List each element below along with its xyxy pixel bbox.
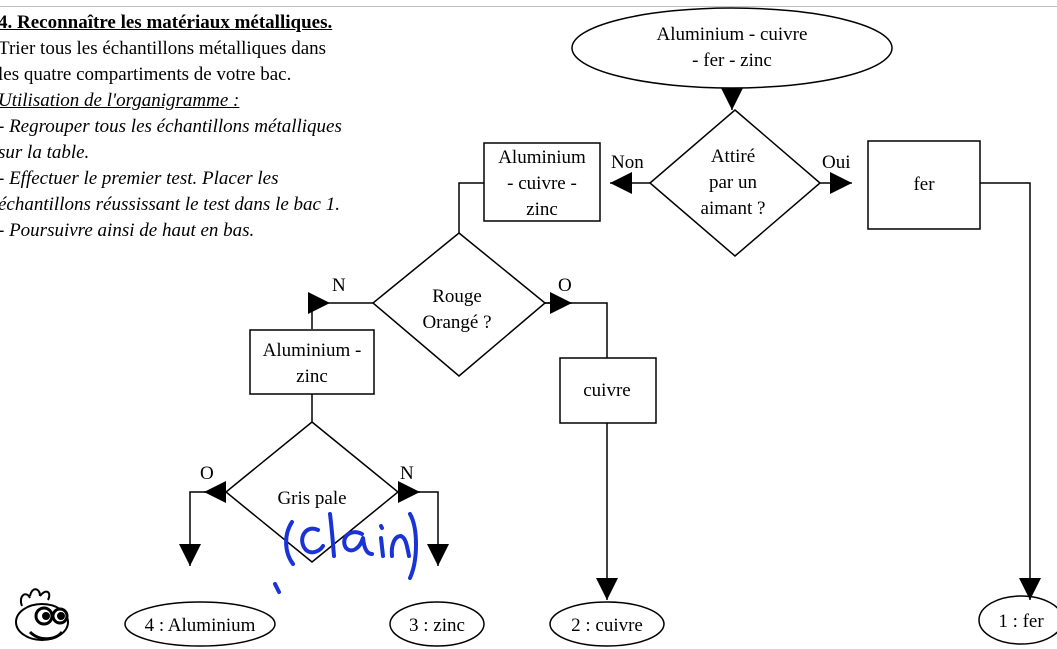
branch-label-no: N [400, 463, 414, 484]
decision-label: Attiré [711, 146, 755, 167]
decision-label: aimant ? [701, 198, 766, 219]
decision-label: Rouge [432, 286, 482, 307]
connector [398, 491, 449, 566]
instruction-step: - Regrouper tous les échantillons métall… [0, 116, 342, 137]
branch-label-yes: O [558, 275, 572, 296]
connector [179, 491, 226, 566]
box-label: cuivre [583, 380, 630, 401]
decision-label: par un [709, 172, 758, 193]
end-node-aluminium [124, 601, 276, 647]
instruction-step: - Effectuer le premier test. Placer les [0, 168, 279, 189]
end-label: 3 : zinc [409, 615, 465, 636]
connector [980, 182, 1041, 600]
top-rule [0, 6, 1057, 7]
branch-label-yes: O [200, 463, 214, 484]
end-label: 1 : fer [998, 611, 1044, 632]
connector [545, 302, 608, 358]
end-label: 4 : Aluminium [145, 615, 256, 636]
box-label: zinc [296, 366, 328, 387]
box-label: zinc [526, 199, 558, 220]
box-fer [867, 140, 981, 230]
box-label: - cuivre - [507, 173, 577, 194]
cartoon-face-icon [15, 588, 69, 641]
decision-magnet [648, 109, 822, 257]
start-label: - fer - zinc [692, 50, 772, 71]
usage-heading: Utilisation de l'organigramme : [0, 90, 240, 111]
branch-label-no: Non [611, 152, 644, 173]
instruction-step: échantillons réussissant le test dans le… [0, 194, 340, 215]
start-label: Aluminium - cuivre [657, 24, 808, 45]
connector [311, 302, 373, 329]
end-label: 2 : cuivre [571, 615, 643, 636]
end-node-fer [978, 595, 1057, 645]
box-label: Aluminium - [263, 340, 362, 361]
end-node-cuivre [549, 601, 665, 647]
instruction-step: sur la table. [0, 142, 90, 163]
decision-label: Gris pale [277, 488, 346, 509]
decision-label: Orangé ? [422, 312, 491, 333]
connector [458, 182, 484, 233]
instructions-block: 4. Reconnaître les matériaux métalliques… [0, 10, 418, 244]
decision-grey [224, 421, 400, 563]
box-alu-cuivre-zinc [483, 142, 601, 222]
handwritten-annotation [273, 512, 418, 594]
box-label: Aluminium [498, 147, 586, 168]
instruction-line: Trier tous les échantillons métalliques … [0, 38, 327, 59]
box-cuivre [559, 357, 657, 424]
branch-label-yes: Oui [822, 152, 851, 173]
end-node-zinc [389, 601, 485, 647]
section-title: 4. Reconnaître les matériaux métalliques… [0, 12, 333, 33]
instruction-step: - Poursuivre ainsi de haut en bas. [0, 220, 255, 241]
start-node [571, 7, 893, 89]
box-label: fer [913, 174, 935, 195]
branch-label-no: N [332, 275, 346, 296]
instruction-line: les quatre compartiments de votre bac. [0, 64, 292, 85]
decision-color [371, 232, 547, 377]
